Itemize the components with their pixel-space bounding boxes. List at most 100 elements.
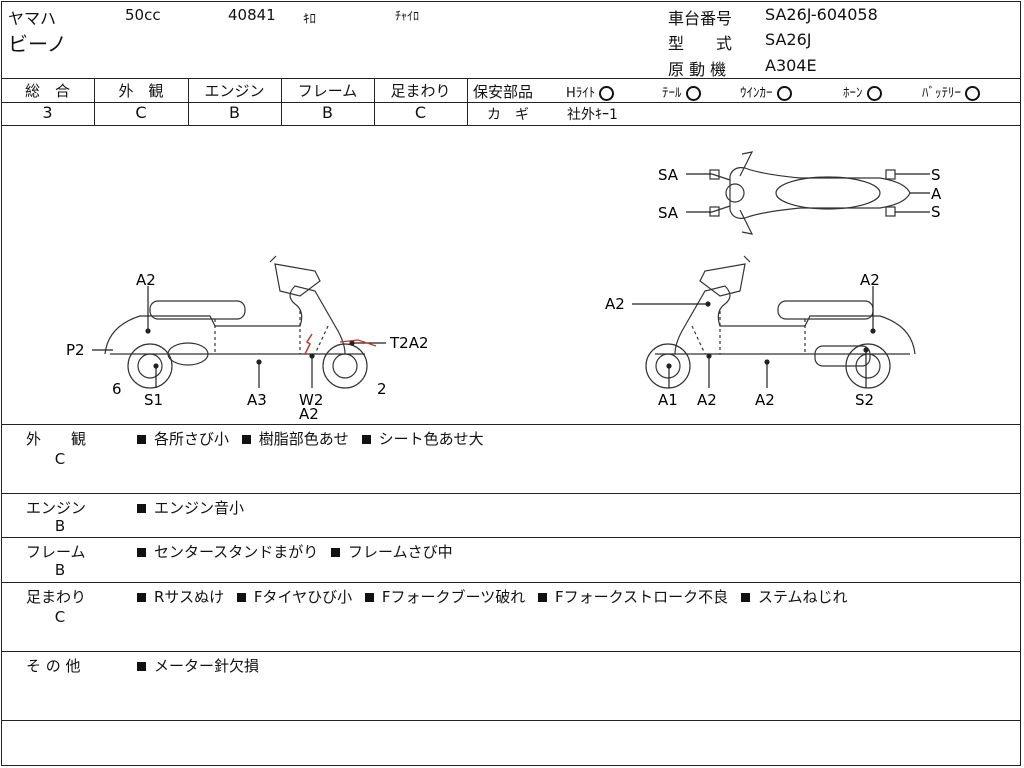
bullet-icon xyxy=(137,662,146,671)
diagram-label: S1 xyxy=(144,391,163,409)
bullet-icon xyxy=(137,548,146,557)
safety-headlight: Hﾗｲﾄ xyxy=(566,82,615,101)
remark-item: センタースタンドまがり xyxy=(154,543,319,561)
remark-item: Rサスぬけ xyxy=(154,588,225,606)
displacement: 50cc xyxy=(125,6,161,24)
bullet-icon xyxy=(740,593,750,602)
damage-scratch-mark xyxy=(339,339,377,347)
grade-value-exterior: C xyxy=(135,103,147,122)
safety-item-name: Hﾗｲﾄ xyxy=(566,86,596,101)
safety-horn: ﾎｰﾝ xyxy=(843,82,882,101)
remark-grade: B xyxy=(54,517,66,535)
safety-item-name: ｳｲﾝｶｰ xyxy=(740,86,773,101)
remark-item: フレームさび中 xyxy=(348,543,453,561)
remark-item: エンジン音小 xyxy=(154,499,245,517)
grade-value-overall: 3 xyxy=(42,103,53,122)
remark-item: シート色あせ大 xyxy=(378,430,484,448)
remark-items: エンジン音小 xyxy=(137,497,244,518)
damage-diagram: SA SA S A S A2 P2 6 S1 A3 W2 A2 T2A2 2 A… xyxy=(66,151,942,423)
diagram-label: 2 xyxy=(377,380,387,398)
remark-items: センタースタンドまがり フレームさび中 xyxy=(137,541,453,562)
grid-line xyxy=(281,78,282,125)
diagram-label: S xyxy=(931,203,941,221)
remark-category: 足まわり xyxy=(26,588,87,606)
scooter-left-view xyxy=(104,255,368,389)
safety-item-name: ﾃｰﾙ xyxy=(662,86,682,101)
grid-line xyxy=(467,102,1021,103)
frame-no-label: 車台番号 xyxy=(668,9,733,28)
remark-item: メーター針欠損 xyxy=(154,657,260,675)
type-value: SA26J xyxy=(765,30,812,49)
diagram-label: A3 xyxy=(247,391,267,409)
remark-item: 樹脂部色あせ xyxy=(258,430,349,448)
bullet-icon xyxy=(538,593,547,602)
remark-grade: B xyxy=(54,561,66,579)
bullet-icon xyxy=(137,593,146,602)
grid-line xyxy=(1,651,1021,652)
grid-line xyxy=(1,424,1021,425)
grid-line xyxy=(1,493,1021,494)
diagram-label: A xyxy=(931,185,942,203)
type-label: 型 式 xyxy=(668,34,733,53)
grid-line xyxy=(1,78,1021,79)
remark-item: Fフォークブーツ破れ xyxy=(381,588,526,606)
diagram-label: A2 xyxy=(697,391,717,409)
ok-mark-icon xyxy=(599,86,615,101)
remark-items: メーター針欠損 xyxy=(137,655,259,676)
scooter-right-view xyxy=(645,255,916,389)
grid-line xyxy=(1,125,1021,126)
grade-header-exterior: 外 観 xyxy=(118,82,164,100)
grade-header-overall: 総 合 xyxy=(24,82,70,100)
grid-line xyxy=(94,78,95,125)
safety-item-name: ﾊﾞｯﾃﾘｰ xyxy=(922,86,961,101)
grid-line xyxy=(1,720,1021,721)
diagram-label: SA xyxy=(658,166,679,184)
ok-mark-icon xyxy=(965,86,980,101)
color-value: ﾁｬｲﾛ xyxy=(395,9,420,23)
grade-header-engine: エンジン xyxy=(204,82,265,100)
diagram-label: S xyxy=(931,166,941,184)
grade-header-suspension: 足まわり xyxy=(390,82,451,100)
grid-line xyxy=(188,78,189,125)
remark-item: ステムねじれ xyxy=(757,588,848,606)
bullet-icon xyxy=(241,435,251,444)
safety-tail: ﾃｰﾙ xyxy=(662,82,701,101)
remark-item: Fタイヤひび小 xyxy=(253,588,353,606)
diagram-label: A2 xyxy=(299,405,319,423)
grid-line xyxy=(374,78,375,125)
engine-label: 原 動 機 xyxy=(668,60,727,79)
grade-value-suspension: C xyxy=(414,103,427,122)
remark-category: フレーム xyxy=(26,543,86,561)
diagram-label: P2 xyxy=(66,341,85,359)
remark-items: 各所さび小 樹脂部色あせ シート色あせ大 xyxy=(137,428,484,449)
diagram-label: S2 xyxy=(855,391,874,409)
mileage-value: 40841 xyxy=(228,6,276,24)
damage-scratch-mark xyxy=(304,333,313,355)
scooter-top-view xyxy=(709,151,911,235)
bullet-icon xyxy=(137,435,146,444)
engine-value: A304E xyxy=(765,56,817,75)
grade-value-frame: B xyxy=(322,103,333,122)
ok-mark-icon xyxy=(866,86,882,101)
grid-line xyxy=(1,102,467,103)
safety-winker: ｳｲﾝｶｰ xyxy=(740,82,792,101)
frame-no-value: SA26J-604058 xyxy=(765,5,878,24)
bullet-icon xyxy=(331,548,341,557)
remark-item: Fフォークストローク不良 xyxy=(555,588,729,606)
safety-item-name: ﾎｰﾝ xyxy=(843,86,863,101)
diagram-label: A2 xyxy=(755,391,775,409)
diagram-label: A2 xyxy=(605,295,625,313)
grade-value-engine: B xyxy=(229,103,240,122)
remark-grade: C xyxy=(54,608,66,626)
model-name: ビーノ xyxy=(8,32,67,56)
grade-header-frame: フレーム xyxy=(297,82,358,100)
safety-label: 保安部品 xyxy=(473,83,534,101)
remark-items: Rサスぬけ Fタイヤひび小 Fフォークブーツ破れ Fフォークストローク不良 ステ… xyxy=(137,586,848,607)
diagram-label: 6 xyxy=(112,380,122,398)
bullet-icon xyxy=(236,593,246,602)
mileage-unit: ｷﾛ xyxy=(303,12,316,27)
diagram-label: T2A2 xyxy=(389,334,429,352)
grid-line xyxy=(1,537,1021,538)
key-value: 社外ｷｰ1 xyxy=(567,107,618,123)
